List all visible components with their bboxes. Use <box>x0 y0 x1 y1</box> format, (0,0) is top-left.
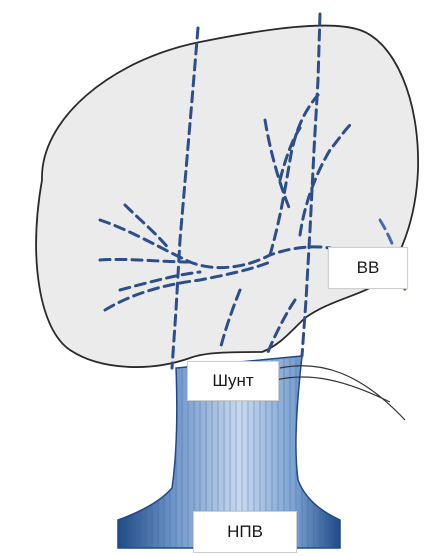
ivc-label: НПВ <box>193 511 297 553</box>
liver-outline <box>36 26 418 367</box>
hepatic-veins-label: ВВ <box>328 247 408 289</box>
shunt-label: Шунт <box>187 361 279 401</box>
